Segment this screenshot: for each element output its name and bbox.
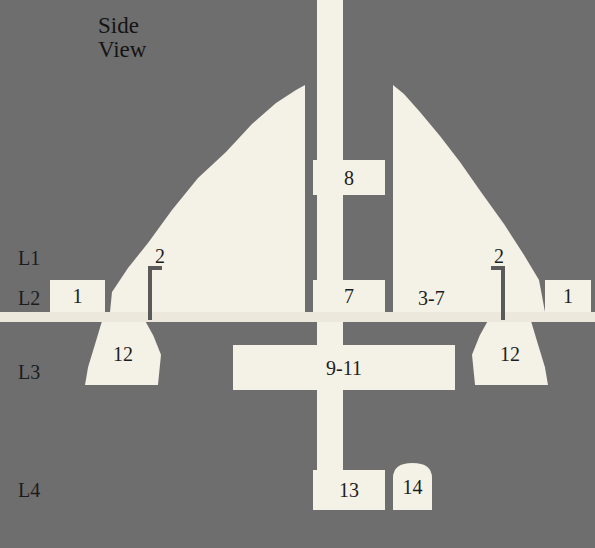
room-number: 1 (563, 286, 573, 306)
vertical-shaft (317, 0, 343, 470)
room-shape (393, 463, 432, 510)
level-label: L1 (18, 248, 40, 268)
room-shape (472, 322, 548, 385)
room-number: 8 (344, 168, 354, 188)
room-box: 1 (50, 280, 105, 312)
room-box: 7 (313, 280, 385, 312)
room-box: 13 (313, 470, 385, 510)
room-box: 1 (545, 280, 591, 312)
level-label: L2 (18, 288, 40, 308)
room-number: 7 (344, 286, 354, 306)
mountain-left (110, 85, 305, 312)
callout-number: 2 (494, 246, 504, 266)
level-band (0, 312, 595, 322)
room-number: 14 (403, 477, 423, 497)
map-title: Side View (98, 14, 154, 62)
callout-number: 2 (155, 246, 165, 266)
room-number: 12 (500, 344, 520, 364)
cave-room: 14 (393, 463, 432, 510)
room-number: 12 (113, 344, 133, 364)
room-number: 1 (73, 286, 83, 306)
room-number: 13 (339, 480, 359, 500)
cave-room: 12 (85, 322, 161, 385)
mountain-right (393, 85, 545, 312)
callout-number: 3-7 (418, 288, 445, 308)
room-box: 9-11 (233, 345, 455, 390)
room-box: 8 (313, 160, 385, 195)
level-label: L3 (18, 362, 40, 382)
cave-room: 12 (472, 322, 548, 385)
passage-mark (491, 268, 503, 320)
room-shape (85, 322, 161, 385)
passage-mark (150, 268, 162, 320)
level-label: L4 (18, 480, 40, 500)
room-number: 9-11 (326, 358, 362, 378)
